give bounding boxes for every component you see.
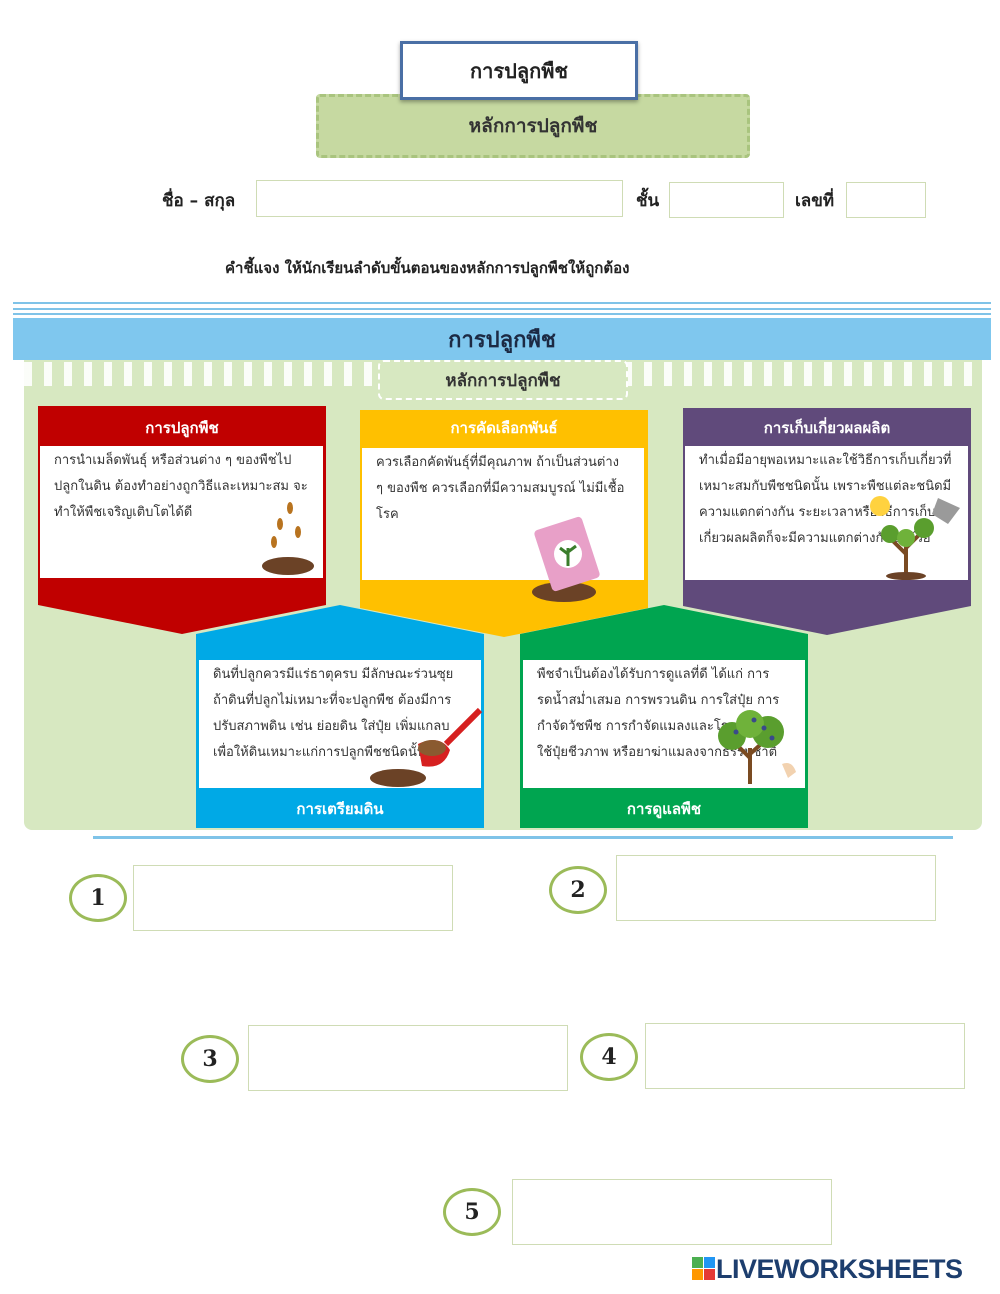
- top-stripe-1: [13, 302, 991, 304]
- infographic-title-bar: การปลูกพืช: [13, 318, 991, 360]
- answer-box-4[interactable]: [645, 1023, 965, 1089]
- card-text-selection: ควรเลือกคัดพันธุ์ที่มีคุณภาพ ถ้าเป็นส่วน…: [362, 448, 644, 580]
- subtitle-text: หลักการปลูกพืช: [468, 115, 598, 137]
- answer-number-2: 2: [549, 866, 607, 914]
- answer-box-1[interactable]: [133, 865, 453, 931]
- logo-text: LIVEWORKSHEETS: [716, 1253, 963, 1284]
- fruit-tree-icon: [718, 710, 796, 784]
- answer-number-4: 4: [580, 1033, 638, 1081]
- subtitle-banner: หลักการปลูกพืช: [316, 94, 750, 158]
- liveworksheets-logo: LIVEWORKSHEETS: [692, 1252, 992, 1286]
- infographic-bottom-line: [93, 836, 953, 839]
- name-field[interactable]: [256, 180, 623, 217]
- class-field[interactable]: [669, 182, 784, 218]
- seeds-soil-icon: [262, 502, 314, 575]
- page-title: การปลูกพืช: [470, 58, 568, 83]
- answer-box-3[interactable]: [248, 1025, 568, 1091]
- shovel-soil-icon: [370, 707, 483, 787]
- answer-box-2[interactable]: [616, 855, 936, 921]
- card-text-harvest: ทำเมื่อมีอายุพอเหมาะและใช้วิธีการเก็บเกี…: [685, 446, 968, 580]
- answer-number-3: 3: [181, 1035, 239, 1083]
- watering-tree-icon: [870, 496, 960, 580]
- card-title-selection: การคัดเลือกพันธ์: [450, 419, 558, 437]
- card-text-soil: ดินที่ปลูกควรมีแร่ธาตุครบ มีลักษณะร่วนซุ…: [199, 660, 481, 788]
- instruction-text: คำชี้แจง ให้นักเรียนลำดับขั้นตอนของหลักก…: [225, 259, 630, 277]
- answer-number-5: 5: [443, 1188, 501, 1236]
- card-title-planting: การปลูกพืช: [145, 419, 219, 437]
- top-stripe-2: [13, 308, 991, 310]
- name-label: ชื่อ – สกุล: [162, 190, 236, 211]
- number-label: เลขที่: [795, 190, 835, 211]
- seed-packet-icon: [532, 516, 600, 602]
- title-box: การปลูกพืช: [400, 41, 638, 100]
- infographic-title: การปลูกพืช: [448, 327, 556, 353]
- card-text-planting: การนำเมล็ดพันธุ์ หรือส่วนต่าง ๆ ของพืชไป…: [40, 446, 323, 578]
- class-label: ชั้น: [636, 190, 660, 211]
- top-stripe-3: [13, 313, 991, 315]
- card-title-harvest: การเก็บเกี่ยวผลผลิต: [763, 419, 891, 437]
- card-title-soil: การเตรียมดิน: [296, 800, 384, 818]
- card-title-care: การดูแลพืช: [626, 800, 702, 818]
- answer-box-5[interactable]: [512, 1179, 832, 1245]
- liveworksheets-logo-icon: [692, 1257, 715, 1280]
- infographic-subtitle-box: หลักการปลูกพืช: [378, 360, 628, 400]
- answer-number-1: 1: [69, 874, 127, 922]
- number-field[interactable]: [846, 182, 926, 218]
- infographic-subtitle: หลักการปลูกพืช: [445, 370, 561, 391]
